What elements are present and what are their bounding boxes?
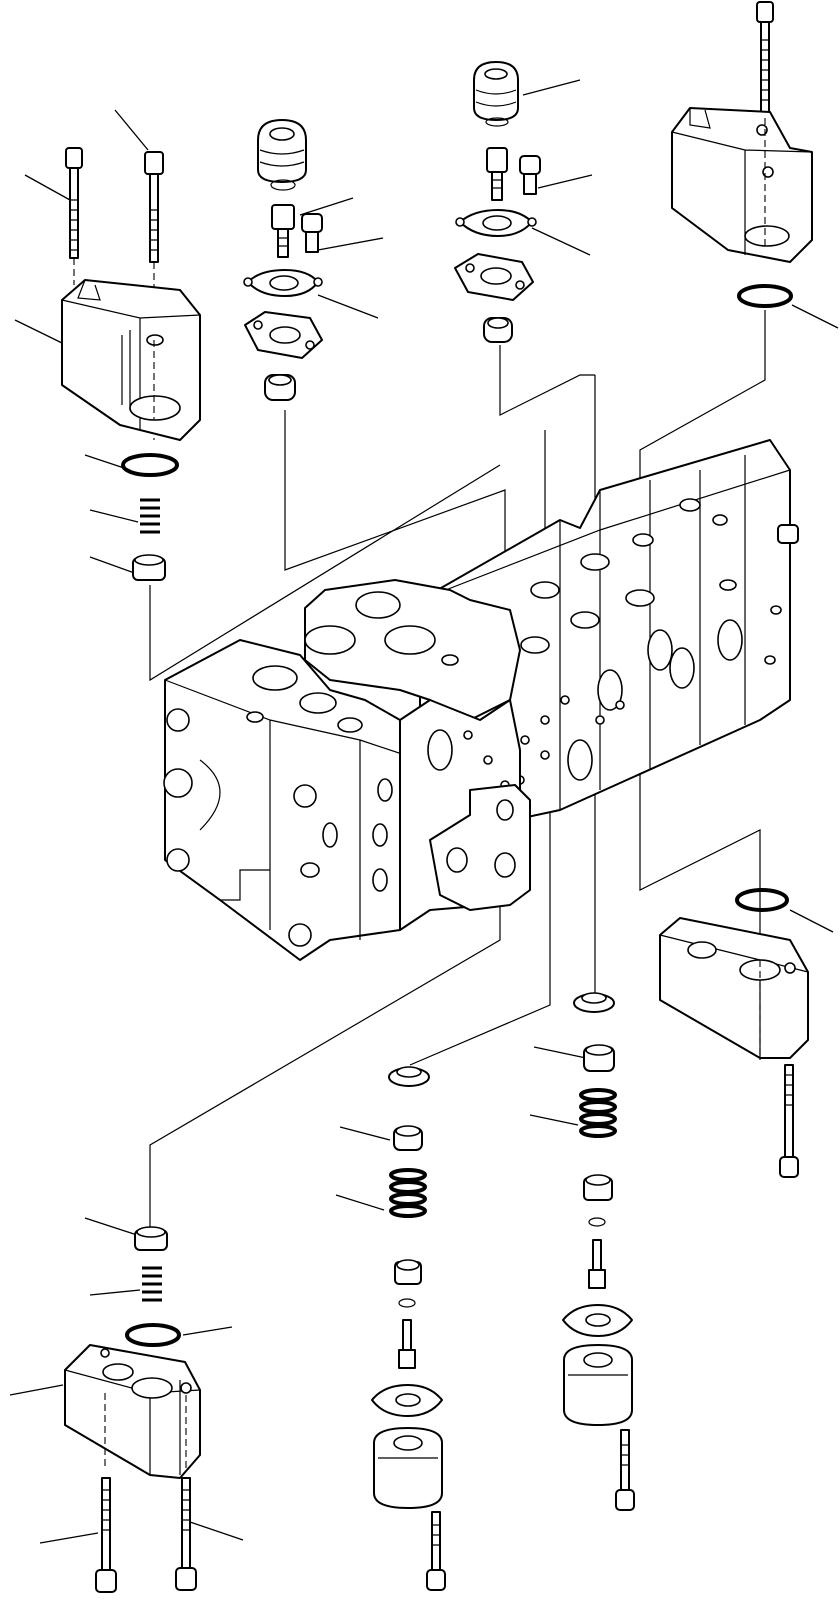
- hex-bolt-relief-right: [486, 147, 508, 201]
- poppet: [583, 1044, 615, 1072]
- bolt-solenoid-center: [426, 1511, 446, 1591]
- hex-bolt-relief-left: [271, 204, 295, 258]
- seat-washer: [388, 1066, 430, 1087]
- main-valve-body: [163, 439, 799, 961]
- right-side-block-assembly: [659, 888, 809, 1178]
- gasket-plate-left: [243, 269, 323, 297]
- washer: [398, 1298, 416, 1308]
- flange-plate-right: [454, 253, 534, 301]
- flange-plate: [371, 1384, 443, 1417]
- spacer: [583, 1174, 613, 1201]
- seat-ring-left: [264, 374, 296, 401]
- end-cover-block-right: [671, 107, 813, 263]
- flange-plate-left: [244, 311, 323, 359]
- spring: [579, 1088, 617, 1138]
- side-block: [659, 917, 809, 1060]
- adjust-screw: [588, 1239, 606, 1289]
- alignment-lines: [149, 310, 766, 1230]
- small-bolt-relief-right: [519, 155, 541, 195]
- spacer: [394, 1259, 422, 1285]
- top-right-cover-assembly: [671, 1, 813, 308]
- socket-bolt-left: [65, 147, 83, 285]
- o-ring: [125, 1323, 181, 1347]
- spring: [142, 1266, 162, 1302]
- seal-cup: [132, 554, 166, 581]
- poppet: [393, 1125, 423, 1151]
- check-valve-stack-center: [371, 1066, 446, 1591]
- washer: [588, 1217, 606, 1227]
- solenoid-body: [373, 1427, 443, 1509]
- spring: [140, 498, 160, 534]
- seat-washer: [573, 992, 615, 1013]
- top-left-cover-assembly: [61, 147, 201, 581]
- relief-valve-cap: [473, 61, 519, 127]
- o-ring: [121, 453, 179, 477]
- leader-lines: [9, 79, 839, 1544]
- o-ring: [737, 284, 793, 308]
- seal-cup: [134, 1226, 168, 1251]
- gasket-plate-right: [455, 209, 537, 237]
- o-ring: [735, 888, 789, 912]
- relief-valve-assembly-right: [454, 61, 541, 343]
- long-bolt-top-right: [756, 1, 774, 115]
- flange-plate: [562, 1304, 633, 1337]
- solenoid-body: [563, 1344, 633, 1426]
- long-bolt-bottom-left: [95, 1477, 117, 1593]
- end-cover-block: [61, 279, 201, 441]
- long-bolt-bottom-right: [175, 1477, 197, 1591]
- spring: [389, 1168, 427, 1218]
- small-bolt-relief-left: [301, 213, 323, 253]
- bottom-left-cover-assembly: [64, 1226, 201, 1593]
- long-bolt-side-block: [779, 1064, 799, 1178]
- adjust-screw: [398, 1319, 416, 1369]
- seat-ring-right: [483, 317, 513, 343]
- end-cover-block-bottom: [64, 1344, 201, 1479]
- check-valve-stack-right: [562, 992, 635, 1511]
- bolt-solenoid-right: [615, 1429, 635, 1511]
- end-plug: [777, 524, 799, 544]
- relief-valve-cap: [257, 119, 307, 191]
- relief-valve-assembly-left: [243, 119, 323, 401]
